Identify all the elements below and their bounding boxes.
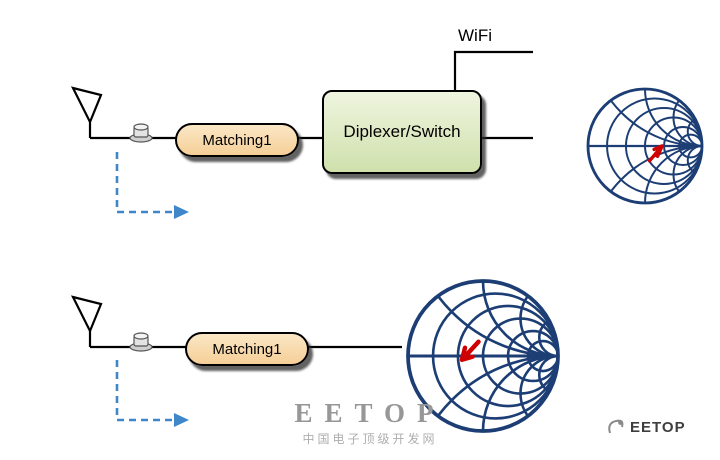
eetop-watermark-text: EETOP <box>630 418 686 436</box>
signal-wires-top <box>90 50 533 140</box>
marker-icon <box>647 144 664 163</box>
diplexer-switch-block: Diplexer/Switch <box>322 90 482 174</box>
wifi-port-label: WiFi <box>458 26 492 45</box>
connector-icon <box>129 123 153 143</box>
dashed-arrow-icon <box>115 360 189 427</box>
smith-chart <box>588 0 720 374</box>
matching-network-block-bottom: Matching1 <box>185 332 309 366</box>
connector-icon <box>129 332 153 352</box>
eetop-swirl-icon <box>608 419 624 434</box>
antenna-icon <box>70 86 103 138</box>
eetop-watermark: EETOP <box>606 417 686 437</box>
eetop-logo-text: EETOP <box>294 398 446 428</box>
smith-chart <box>408 56 708 460</box>
dashed-arrow-icon <box>115 152 189 219</box>
matching-network-block-top: Matching1 <box>175 123 299 157</box>
marker-icon <box>459 339 481 362</box>
antenna-icon <box>70 295 103 347</box>
eetop-logo-subtitle: 中国电子顶级开发网 <box>302 432 438 446</box>
eetop-logo: EETOP 中国电子顶级开发网 <box>240 398 500 447</box>
